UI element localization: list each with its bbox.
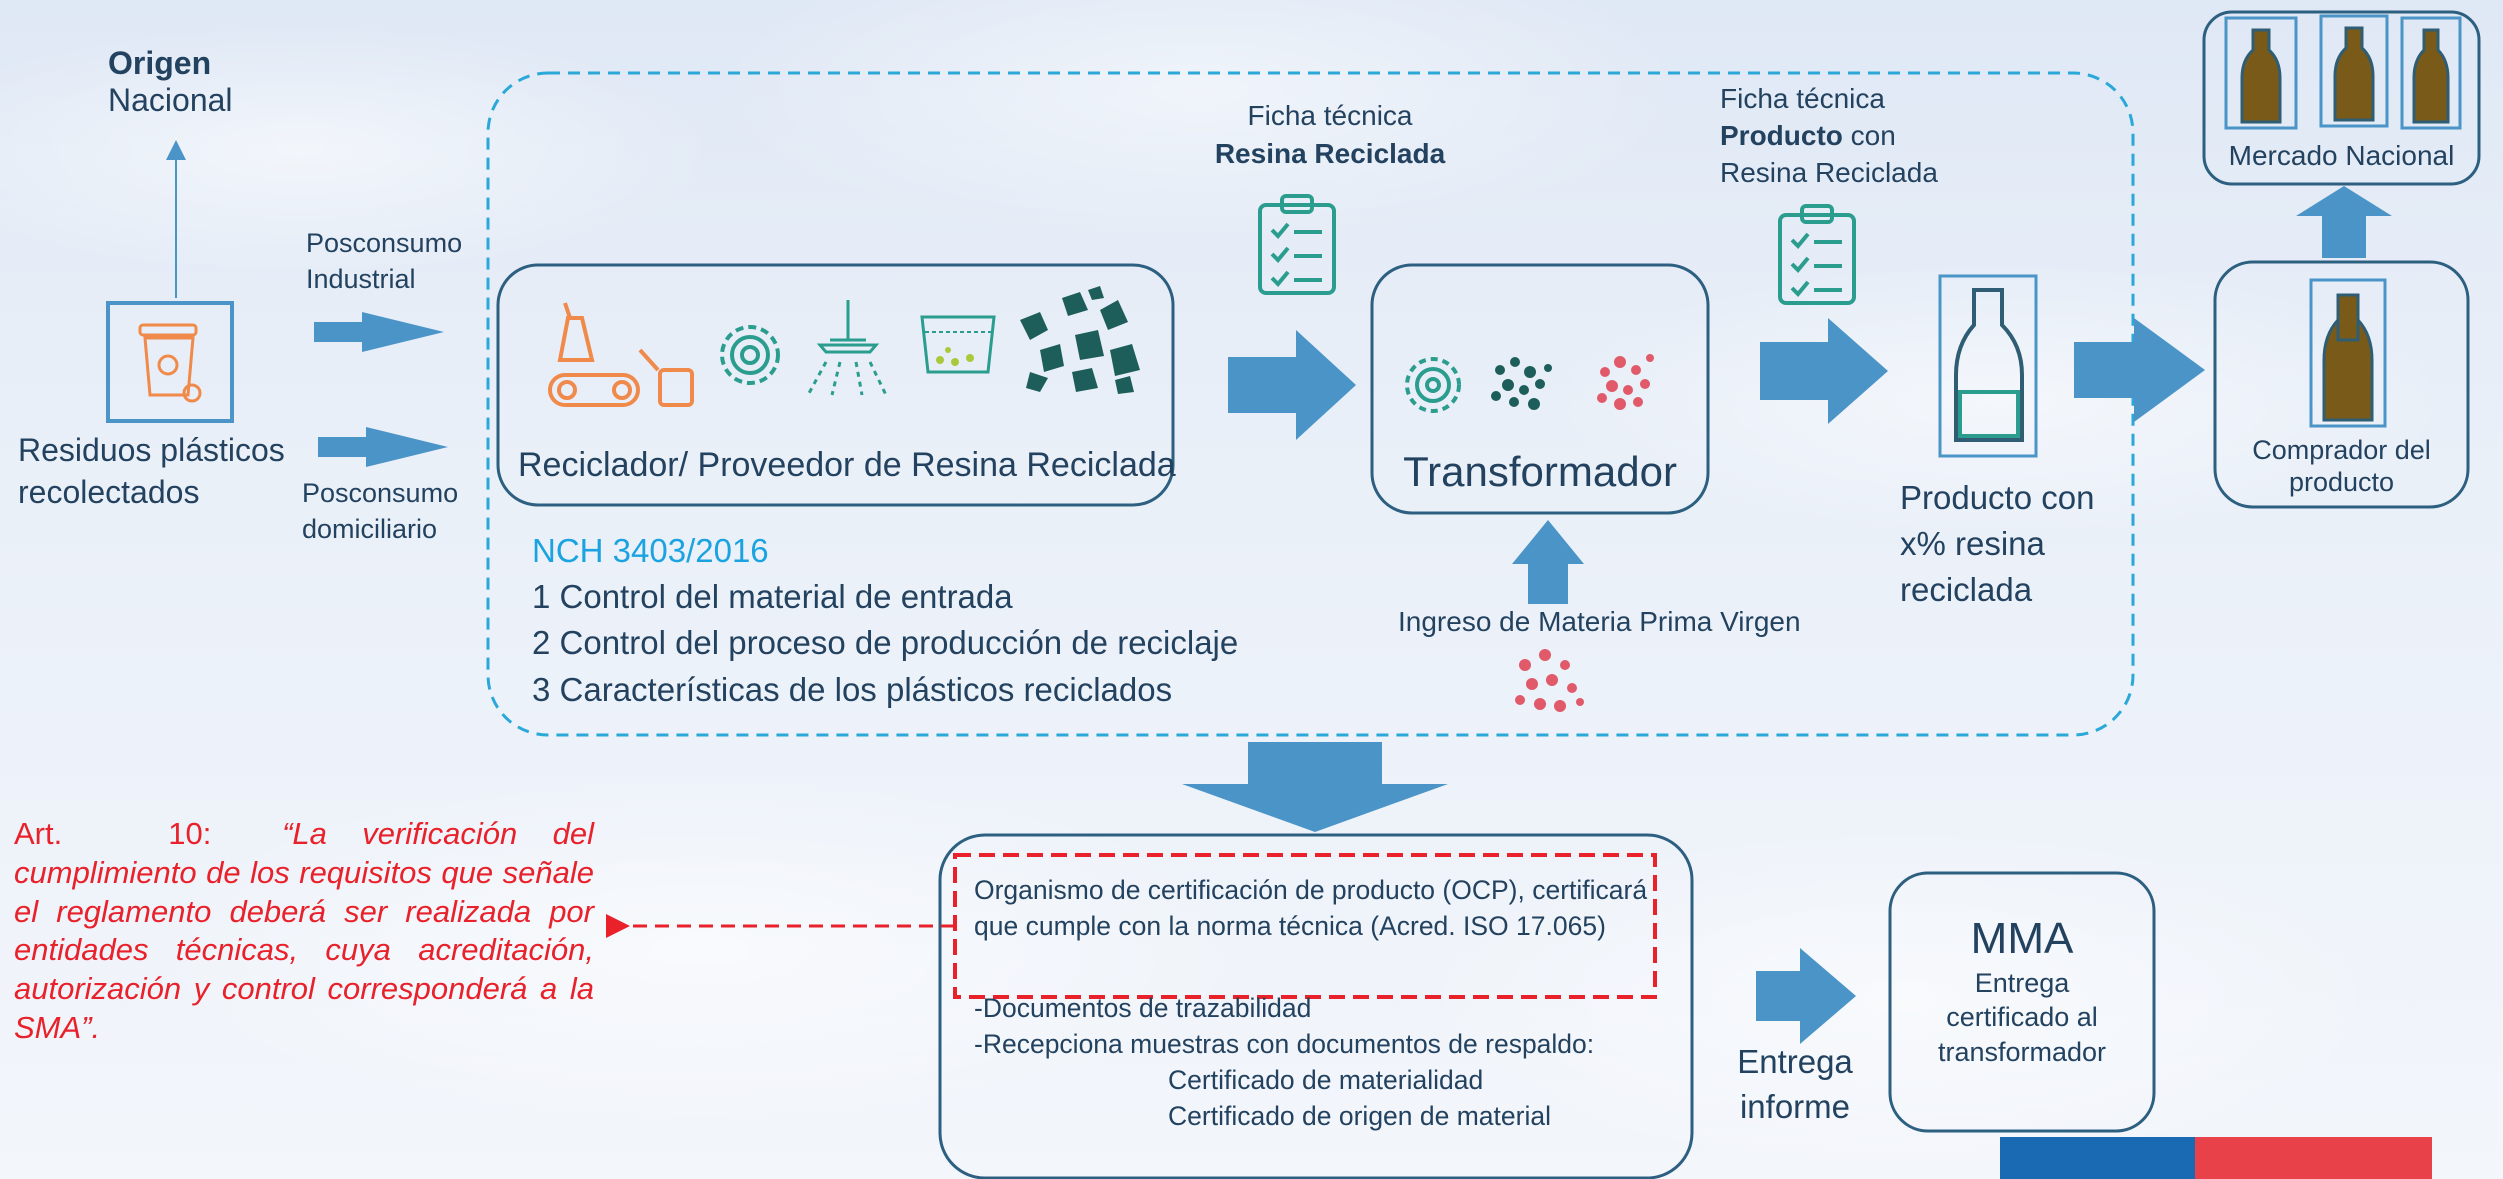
domestic-line1: Posconsumo <box>302 478 459 508</box>
transformer-label: Transformador <box>1403 448 1677 495</box>
sheet-resin-label: Ficha técnica Resina Reciclada <box>1170 97 1490 173</box>
flag-red <box>2195 1137 2432 1179</box>
delivery-line1: Entrega <box>1737 1043 1853 1080</box>
article-text: Art. 10: “La verificación del cumplimien… <box>14 815 594 1048</box>
origin-subtitle: Nacional <box>108 82 233 118</box>
recycler-box <box>496 263 1175 507</box>
ocp-highlight-text: Organismo de certificación de producto (… <box>974 875 1648 942</box>
standard-code: NCH 3403/2016 <box>532 532 769 569</box>
market-bottles-icon <box>2224 14 2462 130</box>
buyer-line1: Comprador del <box>2252 435 2431 465</box>
process-boundary <box>486 71 2135 737</box>
transformer-virgin-pellets-icon <box>1597 354 1654 410</box>
standard-item-3: 3 Características de los plásticos recic… <box>532 670 1173 708</box>
ocp-line3: Certificado de materialidad <box>1168 1065 1484 1096</box>
standard-block: NCH 3403/2016 1 Control del material de … <box>532 528 1238 713</box>
product-line1: Producto con <box>1900 479 2095 516</box>
to-certification-arrow <box>1182 742 1448 832</box>
domestic-input-label: Posconsumo domiciliario <box>302 475 458 548</box>
sheet-product-rest: con <box>1842 120 1896 152</box>
collector-line2: recolectados <box>18 473 200 510</box>
product-bottle-icon <box>1938 274 2038 458</box>
virgin-material-arrow <box>1512 520 1584 604</box>
ocp-to-mma-arrow <box>1756 948 1856 1044</box>
product-line2: x% resina <box>1900 525 2045 563</box>
product-label: Producto con x% resina reciclada <box>1900 475 2094 614</box>
market-label: Mercado Nacional <box>2228 140 2455 171</box>
transformer-gear-icon <box>1405 357 1461 413</box>
ocp-line4: Certificado de origen de material <box>1168 1101 1551 1132</box>
product-to-buyer-arrow <box>2074 318 2205 422</box>
industrial-input-arrow <box>314 312 444 352</box>
ocp-line1: -Documentos de trazabilidad <box>974 993 1312 1023</box>
clipboard-resin-icon <box>1258 194 1336 295</box>
mma-line1: Entrega <box>1974 967 2070 998</box>
transformer-box <box>1370 263 1710 515</box>
product-line3: reciclada <box>1900 571 2033 609</box>
flakes-icon <box>1020 286 1140 394</box>
buyer-box <box>2213 260 2470 509</box>
sheet-product-bold: Producto <box>1720 120 1843 152</box>
virgin-input-label: Ingreso de Materia Prima Virgen <box>1398 606 1801 637</box>
industrial-line1: Posconsumo <box>306 228 463 258</box>
origin-title: Origen <box>108 45 212 81</box>
industrial-input-label: Posconsumo Industrial <box>306 225 462 298</box>
mma-title: MMA <box>1970 914 2074 963</box>
mma-label: MMA Entrega certificado al transformador <box>1890 913 2154 1069</box>
ocp-box <box>938 833 1694 1179</box>
article-prefix: Art. 10: <box>14 816 283 851</box>
gear-icon <box>720 325 780 385</box>
sheet-resin-line1: Ficha técnica <box>1247 100 1413 131</box>
recycler-to-transformer-arrow <box>1228 330 1356 440</box>
ocp-line2: -Recepciona muestras con documentos de r… <box>974 1029 1595 1060</box>
mma-box <box>1888 871 2156 1133</box>
domestic-line2: domiciliario <box>302 514 438 545</box>
origin-label: Origen Nacional <box>108 45 233 119</box>
flag-blue <box>2000 1137 2195 1179</box>
collector-line1: Residuos plásticos <box>18 432 285 468</box>
collector-label: Residuos plásticos recolectados <box>18 430 285 513</box>
standard-item-1: 1 Control del material de entrada <box>532 578 1013 616</box>
sheet-resin-line2: Resina Reciclada <box>1214 137 1446 169</box>
standard-item-2: 2 Control del proceso de producción de r… <box>532 624 1239 662</box>
article-body: “La verificación del cumplimiento de los… <box>14 816 594 1045</box>
mma-line3: transformador <box>1937 1036 2107 1067</box>
buyer-bottle-icon <box>2309 278 2387 428</box>
sheet-product-line2: Producto con <box>1720 117 1938 154</box>
shower-icon <box>806 300 888 396</box>
domestic-input-arrow <box>318 427 448 467</box>
buyer-line2: producto <box>2288 467 2395 498</box>
recycler-label: Reciclador/ Proveedor de Resina Reciclad… <box>518 446 1176 484</box>
recycle-bin-icon <box>106 301 234 423</box>
conveyor-icon <box>548 302 694 407</box>
delivery-line2: informe <box>1739 1087 1851 1125</box>
clipboard-product-icon <box>1778 204 1856 305</box>
buyer-to-market-arrow <box>2296 186 2392 258</box>
wash-tank-icon <box>920 315 996 374</box>
market-box <box>2202 10 2481 186</box>
ocp-details: -Documentos de trazabilidad -Recepciona … <box>974 990 1594 1134</box>
transformer-to-product-arrow <box>1760 318 1888 424</box>
industrial-line2: Industrial <box>306 264 416 295</box>
mma-line2: certificado al <box>1946 1002 2098 1033</box>
sheet-product-line1: Ficha técnica <box>1720 83 1885 114</box>
virgin-pellets-icon <box>1515 649 1584 712</box>
delivery-label: Entrega informe <box>1728 1040 1862 1129</box>
buyer-label: Comprador del producto <box>2215 434 2468 499</box>
sheet-product-label: Ficha técnica Producto con Resina Recicl… <box>1720 80 1938 192</box>
sheet-product-line3: Resina Reciclada <box>1720 157 1938 189</box>
transformer-recycled-pellets-icon <box>1491 357 1552 410</box>
